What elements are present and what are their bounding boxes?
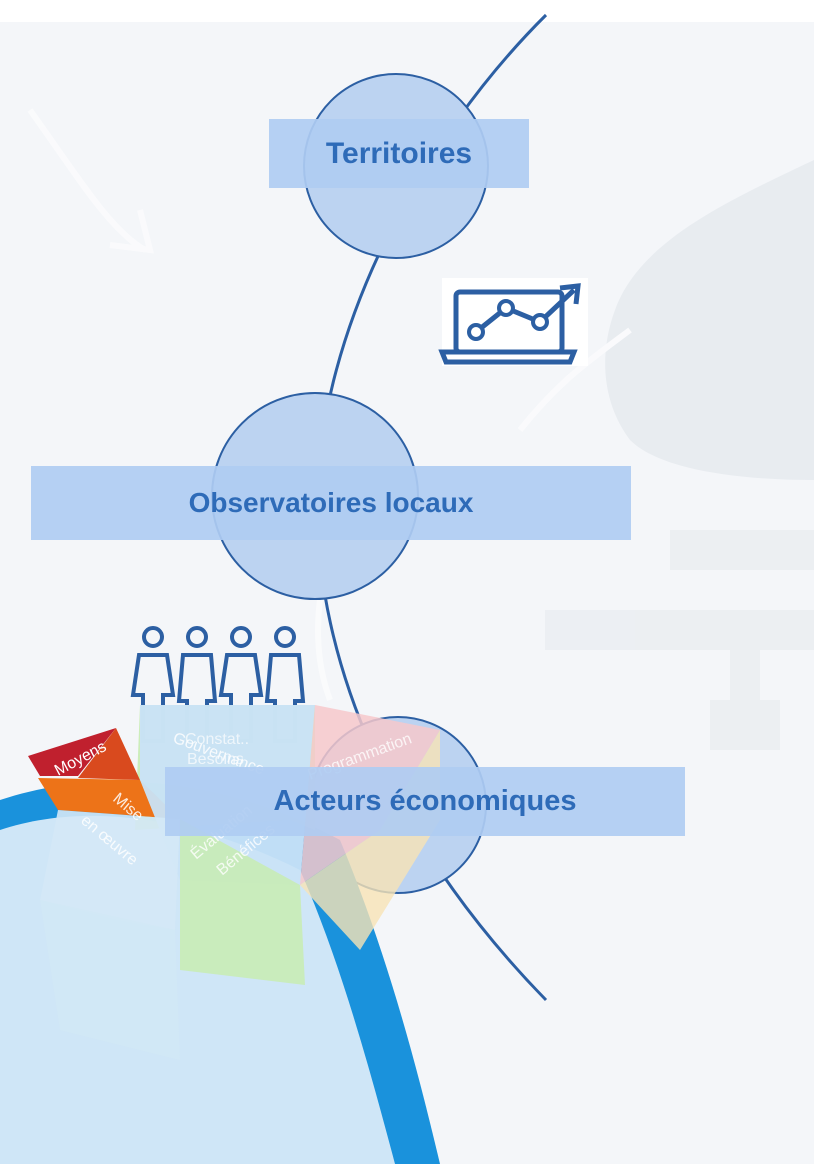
segment-bottom (40, 900, 180, 1060)
segment-moyens-bridge (78, 728, 140, 780)
segment-programmation-yellow (300, 730, 440, 950)
segment-label-constat: Constat.. (185, 731, 249, 748)
segment-mise (40, 810, 180, 930)
segment-label-besoins: Besoins (187, 751, 244, 768)
node-label-territoires: Territoires (269, 119, 529, 188)
node-label-observatoires: Observatoires locaux (31, 466, 631, 540)
node-label-acteurs: Acteurs économiques (165, 767, 685, 836)
laptop-chart-icon (438, 278, 588, 366)
segment-moyens (28, 728, 116, 776)
segment-evaluation (180, 819, 305, 985)
